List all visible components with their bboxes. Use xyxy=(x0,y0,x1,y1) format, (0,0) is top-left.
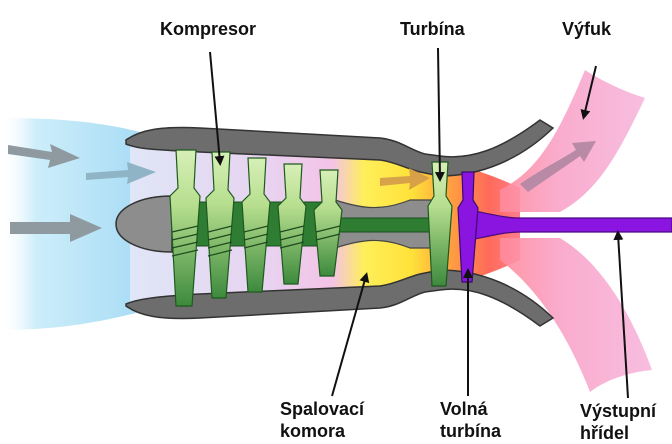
label-free-turbine: Volná turbína xyxy=(440,398,501,442)
label-compressor: Kompresor xyxy=(160,18,256,40)
exhaust-plume-lower xyxy=(500,238,652,392)
label-exhaust: Výfuk xyxy=(562,18,611,40)
label-turbine: Turbína xyxy=(400,18,465,40)
label-output-shaft: Výstupní hřídel xyxy=(580,400,656,444)
label-combustor: Spalovací komora xyxy=(280,398,364,442)
gas-generator-shaft xyxy=(335,218,435,232)
